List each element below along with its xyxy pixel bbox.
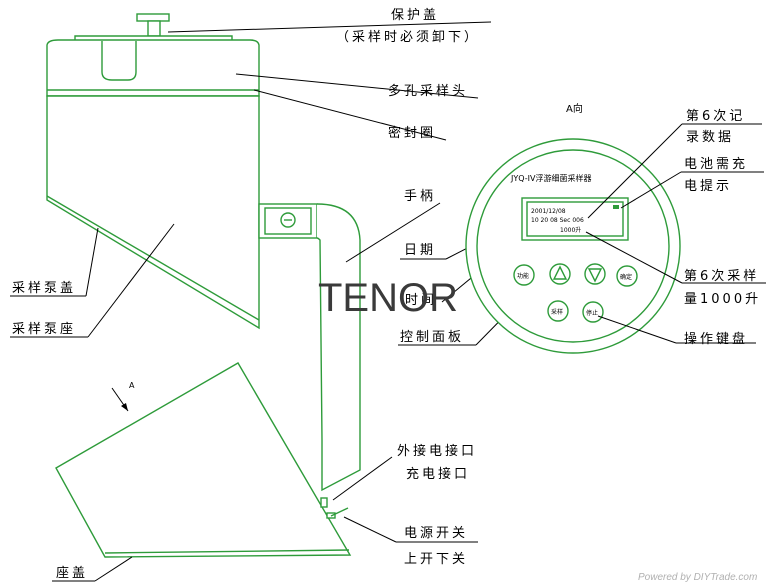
battery-icon <box>613 205 619 209</box>
handle-bracket-inner <box>264 207 312 235</box>
label-ext-port: 外接电接口 <box>397 443 477 459</box>
up-button[interactable] <box>549 263 571 285</box>
stop-button[interactable]: 停止 <box>582 301 604 323</box>
pump-base <box>46 95 260 330</box>
panel-title: JYQ-IV浮游细菌采样器 <box>510 173 591 183</box>
pump-cover-line <box>46 195 260 321</box>
head-slot <box>101 41 137 81</box>
base-cover-line <box>104 549 350 554</box>
label-power-switch: 电源开关 <box>404 526 468 541</box>
sampler-body <box>46 13 361 558</box>
label-pump-cover: 采样泵盖 <box>12 281 76 296</box>
view-a-label: A向 <box>566 102 583 115</box>
sample-button[interactable]: 采样 <box>547 300 569 322</box>
lcd-volume: 1000升 <box>560 226 581 234</box>
label-time: 时间 <box>405 293 437 308</box>
lcd-screen <box>526 201 624 237</box>
label-panel: 控制面板 <box>400 330 464 345</box>
function-button-label: 功能 <box>517 272 529 280</box>
label-charge-port: 充电接口 <box>406 466 470 482</box>
cover-knob <box>136 13 170 22</box>
lcd-date: 2001/12/08 <box>531 208 566 215</box>
label-base-cover: 座盖 <box>56 566 88 581</box>
sampling-head <box>46 39 260 97</box>
lcd-frame <box>521 197 629 241</box>
cover-knob-stem <box>147 20 161 37</box>
panel-inner-ring <box>476 149 670 343</box>
label-vol6-l1: 第6次采样 <box>684 268 759 284</box>
lcd-time: 10 20 08 Sec 006 <box>531 217 584 224</box>
label-record6-l1: 第6次记 <box>686 108 745 124</box>
ext-port <box>320 497 328 508</box>
sample-button-label: 采样 <box>551 308 563 316</box>
triangle-down-icon <box>587 268 603 283</box>
confirm-button[interactable]: 确定 <box>616 265 638 287</box>
triangle-up-icon <box>552 265 568 280</box>
control-panel: JYQ-IV浮游细菌采样器 2001/12/08 10 20 08 Sec 00… <box>465 138 681 354</box>
label-cover: 保护盖 <box>391 8 439 23</box>
handle <box>316 203 361 492</box>
down-button[interactable] <box>584 263 606 285</box>
label-date: 日期 <box>404 243 436 258</box>
watermark: TENOR <box>318 276 458 320</box>
base-block <box>55 362 352 558</box>
label-battery-l2: 电提示 <box>684 178 732 194</box>
label-battery-l1: 电池需充 <box>684 156 748 172</box>
label-record6-l2: 录数据 <box>686 130 734 145</box>
label-seal: 密封圈 <box>388 125 436 141</box>
footer-credit: Powered by DIYTrade.com <box>638 572 757 583</box>
label-handle: 手柄 <box>404 189 436 204</box>
label-keys: 操作键盘 <box>684 331 748 347</box>
direction-a-label: A <box>129 381 135 390</box>
label-cover-note: （采样时必须卸下） <box>336 29 480 45</box>
label-vol6-l2: 量1000升 <box>684 292 761 307</box>
panel-outer-ring <box>465 138 681 354</box>
stop-button-label: 停止 <box>586 309 598 317</box>
confirm-button-label: 确定 <box>620 273 632 281</box>
label-switch-note: 上开下关 <box>404 552 468 567</box>
function-button[interactable]: 功能 <box>513 264 535 286</box>
label-pump-base: 采样泵座 <box>12 322 76 337</box>
label-head: 多孔采样头 <box>388 83 468 99</box>
